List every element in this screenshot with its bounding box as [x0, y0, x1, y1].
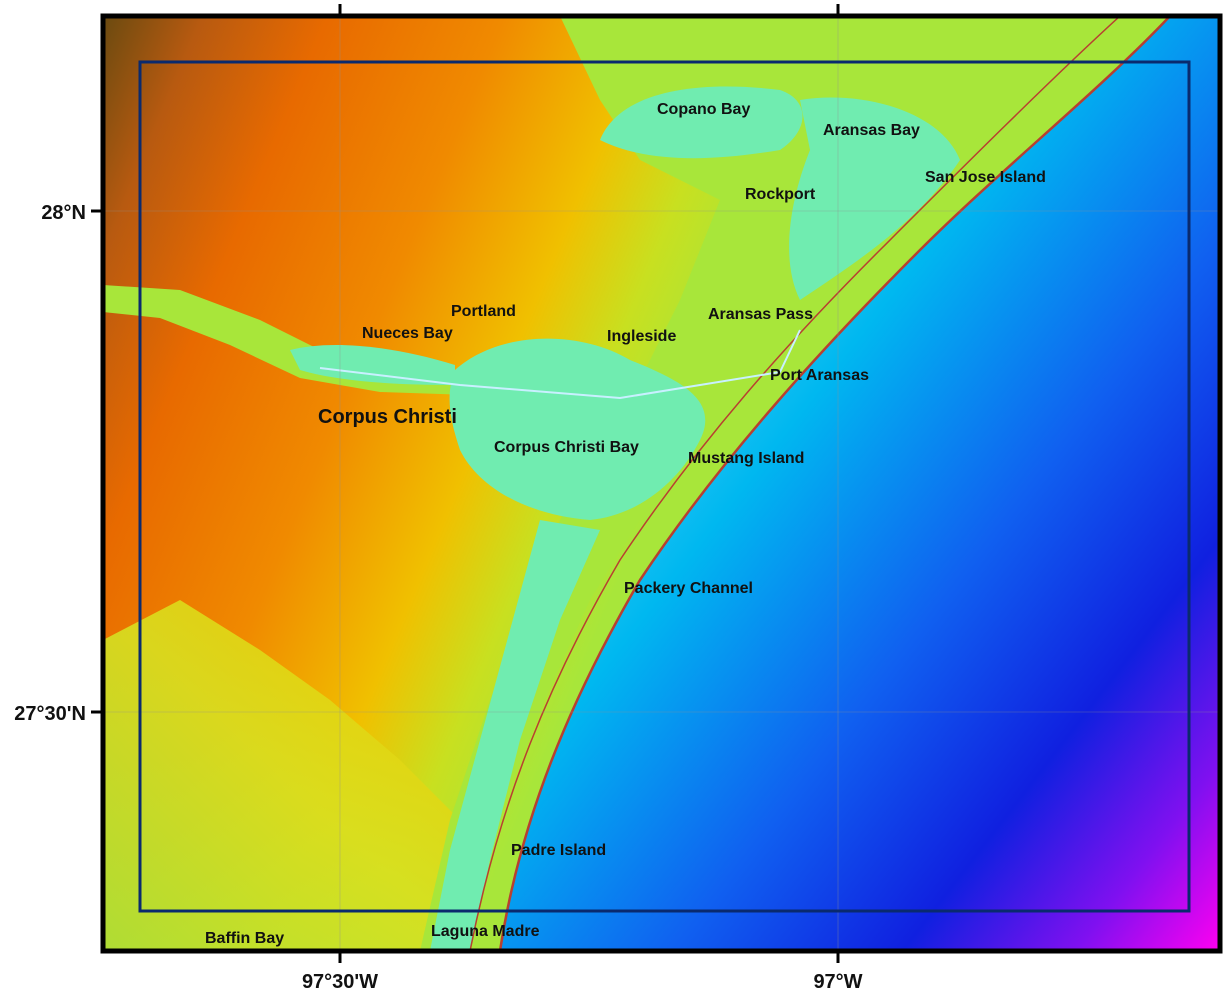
lat-label-27-30: 27°30'N [14, 703, 86, 725]
label-padre-island: Padre Island [511, 842, 606, 859]
nueces-valley [103, 285, 470, 395]
label-aransas-bay: Aransas Bay [823, 122, 920, 139]
label-portland: Portland [451, 303, 516, 320]
lon-label-97: 97°W [813, 971, 862, 993]
label-aransas-pass: Aransas Pass [708, 306, 813, 323]
inner-shoreline [469, 16, 1121, 951]
nueces-bay-water [290, 345, 455, 385]
label-laguna-madre: Laguna Madre [431, 923, 540, 940]
map-frame [100, 13, 1223, 954]
ship-channel [319, 329, 801, 400]
label-corpus-christi: Corpus Christi [318, 406, 457, 428]
southwest-lowland [103, 600, 470, 951]
label-rockport: Rockport [745, 186, 816, 203]
label-copano-bay: Copano Bay [657, 101, 750, 118]
label-corpus-christi-bay: Corpus Christi Bay [494, 439, 639, 456]
label-ingleside: Ingleside [607, 328, 676, 345]
label-packery-channel: Packery Channel [624, 580, 753, 597]
label-port-aransas: Port Aransas [770, 367, 869, 384]
copano-bay-water [600, 86, 803, 159]
label-nueces-bay: Nueces Bay [362, 325, 453, 342]
barrier-island-shoreline [498, 16, 1171, 951]
lat-label-28: 28°N [41, 202, 86, 224]
aransas-bay-water [789, 97, 960, 300]
label-san-jose-island: San Jose Island [925, 169, 1046, 186]
label-baffin-bay: Baffin Bay [205, 930, 284, 947]
laguna-madre-water [430, 520, 600, 951]
corpus-christi-bay-water [449, 338, 706, 520]
study-area-box [138, 60, 1191, 913]
coastal-plain [420, 16, 1160, 951]
label-mustang-island: Mustang Island [688, 450, 804, 467]
lon-label-97-30: 97°30'W [302, 971, 378, 993]
gulf-ocean [500, 16, 1220, 951]
map-raster [103, 16, 1220, 951]
